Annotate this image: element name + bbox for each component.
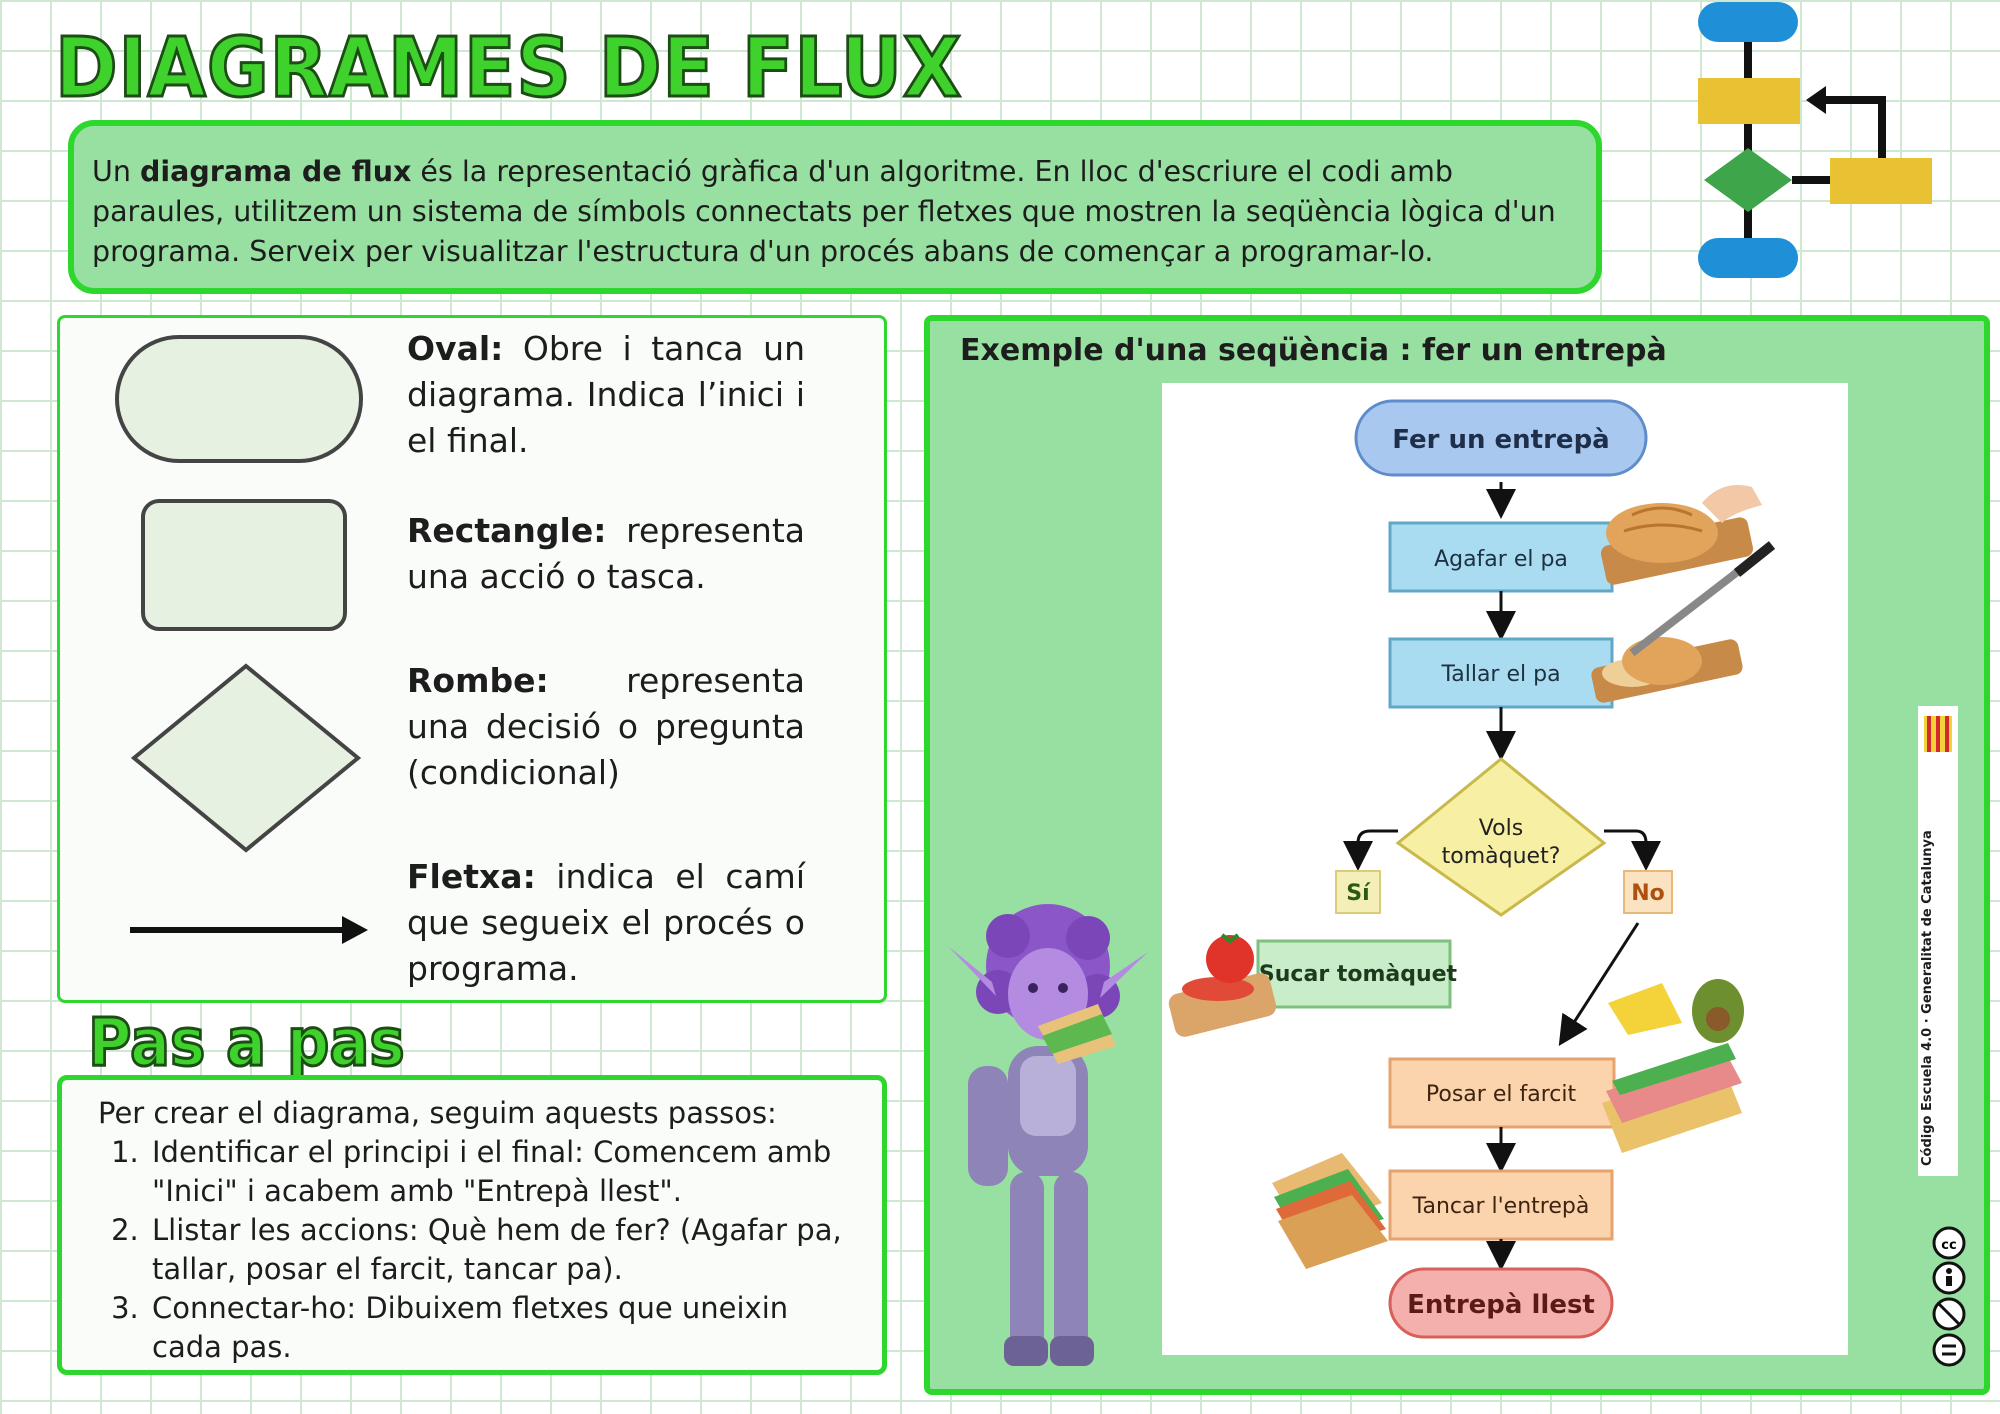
tomato-toast-icon [1168, 933, 1277, 1037]
steps-list: Identificar el principi i el final: Come… [98, 1133, 852, 1367]
institution-badge: Código Escuela 4.0 · Generalitat de Cata… [1918, 706, 1958, 1176]
node-end [1388, 1267, 1614, 1339]
example-title: Exemple d'una seqüència : fer un entrepà [960, 333, 1667, 368]
steps-heading: Pas a pas [87, 1004, 406, 1081]
creative-commons-icon: cc [1932, 1226, 1966, 1367]
rhombus-symbol [130, 663, 362, 853]
no-tag [1623, 870, 1673, 914]
node-cut-label: Tallar el pa [1440, 662, 1560, 687]
steps-intro: Per crear el diagrama, seguim aquests pa… [98, 1096, 777, 1130]
rectangle-desc: Rectangle: representa una acció o tasca. [407, 511, 805, 596]
steps-panel: Per crear el diagrama, seguim aquests pa… [57, 1075, 887, 1375]
node-close-label: Tancar l'entrepà [1412, 1194, 1590, 1219]
node-decision-line1: Vols [1479, 816, 1523, 841]
intro-bold: diagrama de flux [139, 155, 412, 188]
knife-bread-icon [1591, 541, 1776, 703]
step-item: Identificar el principi i el final: Come… [148, 1133, 852, 1211]
page-title: DIAGRAMES DE FLUX [54, 21, 963, 116]
oval-desc: Oval: Obre i tanca un diagrama. Indica l… [407, 329, 805, 460]
node-tomato-label: Sucar tomàquet [1259, 962, 1458, 987]
step-item: Llistar les accions: Què hem de fer? (Ag… [148, 1211, 852, 1289]
node-decision-line2: tomàquet? [1442, 844, 1561, 869]
node-end-label: Entrepà llest [1407, 1290, 1595, 1320]
step-item: Connectar-ho: Dibuixem fletxes que uneix… [148, 1289, 852, 1367]
yes-tag [1335, 870, 1381, 914]
oval-symbol [115, 335, 363, 463]
node-start [1354, 399, 1648, 477]
intro-text: és la representació gràfica d'un algorit… [92, 155, 1556, 268]
symbols-panel: Oval: Obre i tanca un diagrama. Indica l… [57, 315, 887, 1003]
no-label: No [1631, 881, 1665, 906]
rectangle-symbol [141, 499, 347, 631]
node-decision [1395, 757, 1607, 917]
svg-text:cc: cc [1941, 1238, 1956, 1253]
node-tomato [1256, 939, 1452, 1009]
elf-mascot-icon [948, 904, 1148, 1366]
node-start-label: Fer un entrepà [1392, 425, 1609, 455]
badge-text: Código Escuela 4.0 · Generalitat de Cata… [1920, 830, 1935, 1166]
sandwich-ingredients-icon [1602, 979, 1744, 1153]
yes-label: Sí [1346, 881, 1371, 906]
rhombus-desc: Rombe: representa una decisió o pregunta… [407, 661, 805, 792]
intro-box: Un diagrama de flux és la representació … [68, 120, 1602, 294]
example-flowchart: Fer un entrepà Agafar el pa Tallar el pa… [1162, 383, 1848, 1355]
node-take-label: Agafar el pa [1434, 547, 1568, 572]
arrow-desc: Fletxa: indica el camí que segueix el pr… [407, 857, 805, 988]
example-panel: Exemple d'una seqüència : fer un entrepà… [924, 315, 1990, 1395]
closed-sandwich-icon [1272, 1153, 1388, 1269]
node-filling-label: Posar el farcit [1426, 1082, 1577, 1107]
intro-lead: Un [92, 155, 140, 188]
bread-board-icon [1600, 485, 1762, 585]
flowchart-logo-icon [1698, 2, 1932, 278]
